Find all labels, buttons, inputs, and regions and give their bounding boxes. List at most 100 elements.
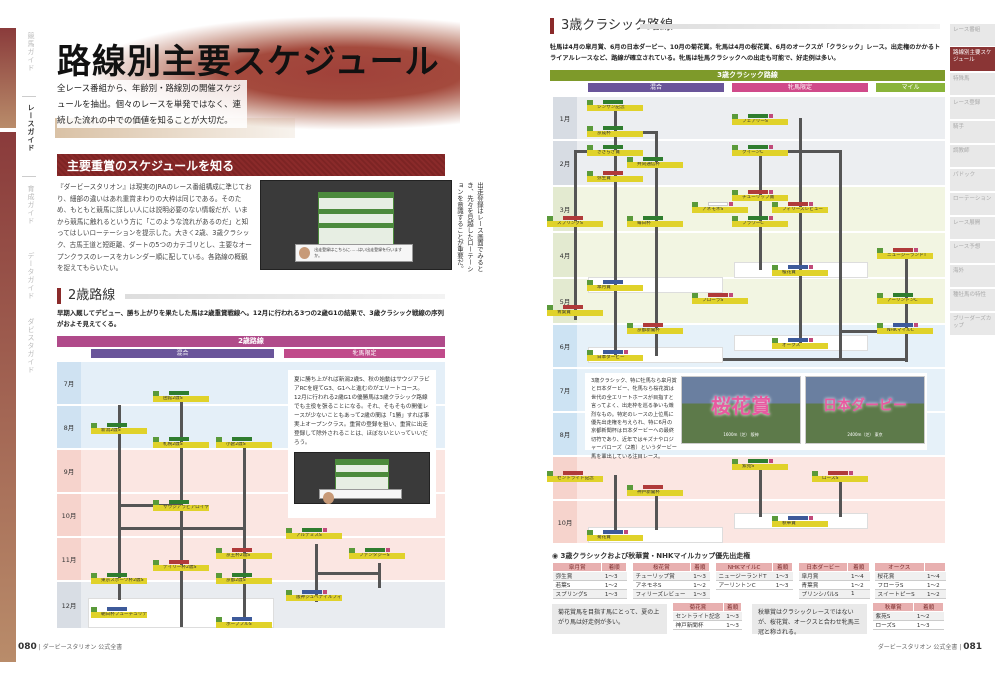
side-nav-item[interactable]: ブリーダーズカップ: [950, 313, 995, 335]
race-node[interactable]: 日本ダービー: [587, 350, 643, 361]
month-label: 8月: [57, 406, 81, 448]
route-line: [574, 150, 577, 320]
side-nav-item[interactable]: 競馬ガイド: [27, 32, 35, 72]
side-nav-item[interactable]: 調教師: [950, 145, 995, 167]
side-nav-item-active[interactable]: レースガイド: [27, 104, 35, 152]
race-node[interactable]: 京都新聞杯: [627, 323, 683, 334]
classic-intro: 牡馬は4月の皐月賞、6月の日本ダービー、10月の菊花賞。牝馬は4月の桜花賞、6月…: [550, 44, 941, 62]
race-node[interactable]: デイリー杯2歳S: [153, 560, 209, 571]
shuka-callout: 秋華賞はクラシックレースではないが、桜花賞、オークスと合わせ牝馬三冠と称される。: [752, 604, 867, 636]
race-node[interactable]: 菊花賞: [587, 530, 643, 541]
race-node[interactable]: 京都2歳S: [216, 573, 272, 584]
race-node[interactable]: 共同通信杯: [627, 157, 683, 168]
side-nav-item[interactable]: データガイド: [27, 252, 35, 300]
race-node[interactable]: ファンタジーS: [349, 548, 405, 559]
summer-note: 3歳クラシック、特に牡馬なら皐月賞と日本ダービー、牝馬なら桜花賞は世代の全エリー…: [585, 373, 927, 460]
category-fillies: 牝馬限定: [732, 83, 868, 92]
race-node[interactable]: フローラS: [692, 293, 748, 304]
route-line: [905, 254, 908, 362]
race-node[interactable]: セントライト記念: [547, 471, 603, 482]
race-node[interactable]: 神戸新聞杯: [627, 485, 683, 496]
race-node[interactable]: 京王杯2歳S: [216, 548, 272, 559]
race-node[interactable]: シンザン記念: [587, 100, 643, 111]
game-screenshot: [294, 452, 430, 504]
side-nav-item[interactable]: ダビスタガイド: [27, 318, 35, 374]
race-node[interactable]: フラワーC: [732, 216, 788, 227]
race-node[interactable]: アネモネS: [692, 202, 748, 213]
side-tab-decor: [0, 28, 16, 128]
heading-rule: [125, 294, 445, 299]
two-year-intro: 早期入厩してデビュー、勝ち上がりを果たした馬は2歳重賞戦線へ。12月に行われる3…: [57, 309, 444, 328]
book-title: ダービースタリオン 公式全書: [42, 644, 123, 651]
side-nav-item[interactable]: 種牡馬の特性: [950, 289, 995, 311]
race-node[interactable]: オークス: [772, 338, 828, 349]
route-line: [799, 118, 802, 343]
heading-rule: [640, 24, 940, 29]
side-nav-item[interactable]: 育成ガイド: [27, 185, 35, 225]
month-label: 12月: [57, 582, 81, 628]
race-node[interactable]: スプリングS: [547, 216, 603, 227]
side-nav-item[interactable]: 海外: [950, 265, 995, 287]
race-node[interactable]: チューリップ賞: [732, 190, 788, 201]
side-nav-item[interactable]: レース番組: [950, 24, 995, 46]
race-node[interactable]: 朝日杯フューチュリティS: [91, 607, 147, 618]
race-node[interactable]: 札幌2歳S: [153, 437, 209, 448]
race-node[interactable]: ローズS: [812, 471, 868, 482]
side-nav-item[interactable]: 特殊馬: [950, 73, 995, 95]
route-line: [839, 330, 909, 333]
route-line: [759, 469, 762, 517]
month-label: 2月: [553, 141, 577, 185]
route-line: [118, 405, 121, 600]
race-node[interactable]: ホープフルS: [216, 617, 272, 628]
month-label: 10月: [57, 494, 81, 536]
two-year-heading: 2歳路線: [57, 288, 115, 304]
race-node[interactable]: 紫苑S: [732, 459, 788, 470]
side-nav-item-active[interactable]: 路線別主要スケジュール: [950, 47, 995, 71]
race-node[interactable]: フィリーズレビュー: [772, 202, 828, 213]
race-node[interactable]: 毎日杯: [627, 216, 683, 227]
category-mixed: 混合: [91, 349, 274, 358]
race-node[interactable]: サウジアラビアロイヤルC: [153, 500, 209, 511]
race-node[interactable]: 皐月賞: [587, 280, 643, 291]
race-node[interactable]: きさらぎ賞: [587, 145, 643, 156]
race-node[interactable]: クイーンC: [732, 145, 788, 156]
race-node[interactable]: フェアリーS: [732, 114, 788, 125]
route-line: [759, 150, 762, 270]
race-node[interactable]: 函館2歳S: [153, 391, 209, 402]
race-node[interactable]: NHKマイルC: [877, 323, 933, 334]
route-line: [243, 446, 246, 621]
side-nav-item[interactable]: ローテーション: [950, 193, 995, 215]
race-node[interactable]: ニュージーランドT: [877, 248, 933, 259]
page-footer: 080 | ダービースタリオン 公式全書: [18, 642, 123, 652]
side-nav-item[interactable]: パドック: [950, 169, 995, 191]
section-heading: 主要重賞のスケジュールを知る: [57, 154, 445, 176]
two-year-board-title: 2歳路線: [57, 336, 445, 347]
side-nav-item[interactable]: 騎手: [950, 121, 995, 143]
race-node[interactable]: 東京スポーツ杯2歳S: [91, 573, 147, 584]
dialog-box: 出走登録はこちらに……はい出走登録を行いますか。: [295, 244, 413, 262]
category-mile: マイル: [876, 83, 945, 92]
route-line: [378, 563, 381, 588]
race-node[interactable]: 新潟2歳S: [91, 423, 147, 434]
race-node[interactable]: 小倉2歳S: [216, 437, 272, 448]
race-node[interactable]: 京成杯: [587, 126, 643, 137]
race-node[interactable]: アーリントンC: [877, 293, 933, 304]
race-node[interactable]: 阪神ジュベナイルフィリーズ: [286, 590, 342, 601]
race-node[interactable]: アルテミスS: [286, 528, 342, 539]
side-nav-item[interactable]: レース登録: [950, 97, 995, 119]
race-node[interactable]: 青葉賞: [547, 305, 603, 316]
race-node[interactable]: 弥生賞: [587, 171, 643, 182]
side-nav-item[interactable]: レース展開: [950, 217, 995, 239]
race-node[interactable]: 桜花賞: [772, 265, 828, 276]
divider: [22, 96, 36, 97]
dialog-text: 出走登録はこちらに……はい出走登録を行いますか。: [314, 247, 403, 259]
table-heading-text: 3歳クラシックおよび秋華賞・NHKマイルカップ優先出走権: [560, 552, 751, 560]
race-node[interactable]: 秋華賞: [772, 516, 828, 527]
side-nav-item[interactable]: レース予想: [950, 241, 995, 263]
month-label: 11月: [57, 538, 81, 580]
